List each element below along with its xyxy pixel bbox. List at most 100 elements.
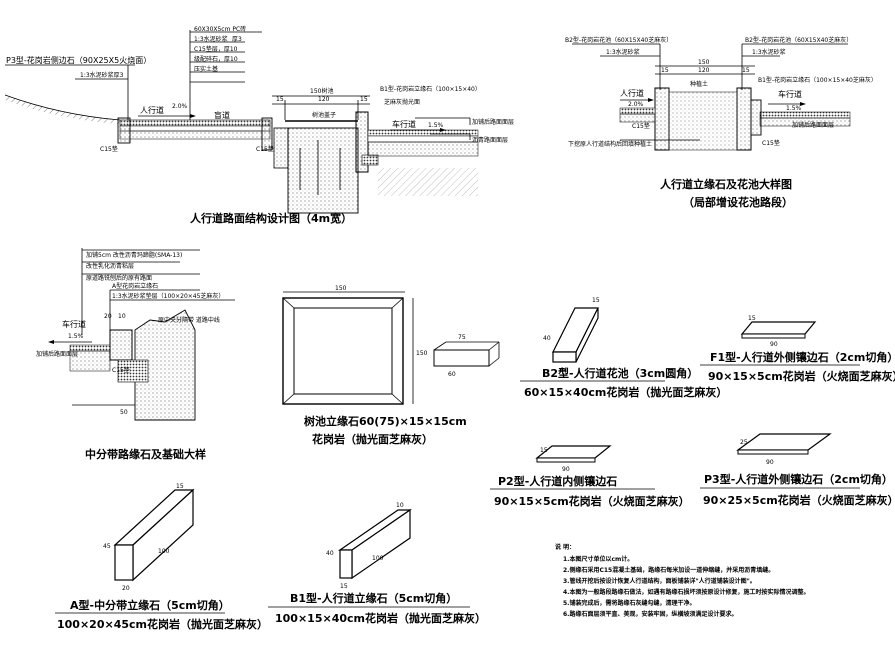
- main-label-mortar: 1:3水泥砂浆厚3: [80, 71, 124, 79]
- main-label-b1: B1型-花岗岩立缘石（100×15×40）: [380, 85, 481, 93]
- main-label-gravel: 级配碎石，厚10: [194, 55, 238, 63]
- b1-dim-15: 15: [340, 583, 348, 590]
- median-dim-20: 20: [104, 313, 112, 320]
- flower-label-lane: 车行道: [778, 89, 802, 99]
- a-dim-20: 20: [122, 585, 130, 592]
- flower-title: 人行道立缘石及花池大样图: [660, 177, 792, 191]
- main-label-slope2: 1.5%: [428, 122, 444, 129]
- a-caption-2: 100×20×45cm花岗岩（抛光面芝麻灰）: [57, 617, 268, 631]
- flower-bed-drawing: [572, 43, 851, 151]
- p2-drawing: [535, 445, 612, 463]
- p2-dim-15: 15: [540, 447, 548, 454]
- b1-type-drawing: [338, 508, 412, 580]
- b2-dim-60: 60: [560, 367, 568, 374]
- b2-drawing: [552, 307, 599, 363]
- treepit-caption-1: 树池立缘石60(75)×15×15cm: [304, 414, 467, 428]
- main-dim-15b: 15: [360, 96, 368, 103]
- median-dim-10: 10: [118, 313, 126, 320]
- treepit-dim-75: 75: [458, 334, 466, 341]
- b1-caption-1: B1型-人行道立缘石（5cm切角）: [290, 591, 457, 605]
- median-label-slope: 1.5%: [68, 333, 84, 340]
- median-title: 中分带路缘石及基础大样: [85, 447, 206, 461]
- notes-item-5: 5.铺装完成后，需将路缘石灰缝勾缝，清理干净。: [563, 599, 695, 607]
- flower-label-b2-right: B2型-花岗岩花池（60X15X40芝麻灰）: [745, 36, 852, 44]
- median-label-5: 1:3水泥砂浆垫层（100×20×45芝麻灰）: [112, 292, 224, 300]
- notes-item-2: 2.侧缘石采用C15混凝土基础，路缘石每米加设一道伸缩缝，并采用沥青填缝。: [563, 566, 774, 574]
- median-label-3: 原道路铣刨后的原有路面: [86, 274, 152, 282]
- median-label-6: 原中央分隔带 道路中线: [158, 316, 220, 324]
- notes-item-1: 1.本图尺寸单位以cm计。: [563, 555, 633, 563]
- flower-label-planting: 种植土: [690, 80, 708, 88]
- flower-subtitle: （局部增设花池路段）: [683, 195, 793, 209]
- flower-label-c15b: C15垫: [762, 139, 780, 147]
- main-label-blind: 盲道: [214, 110, 230, 120]
- main-label-grate: 树池盖子: [312, 111, 336, 119]
- b1-dim-40: 40: [326, 550, 334, 557]
- p3-caption-2: 90×25×5cm花岗岩（火烧面芝麻灰）: [703, 493, 895, 507]
- flower-label-bottom: 下挖原人行道结构后回填种植土: [568, 140, 652, 148]
- f1-drawing: [740, 321, 817, 339]
- main-label-slope: 2.0%: [172, 103, 188, 110]
- p2-dim-90: 90: [562, 466, 570, 473]
- f1-caption-2: 90×15×5cm花岗岩（火烧面芝麻灰）: [708, 369, 895, 383]
- notes-item-4: 4.本图为一般路段路缘石做法，如遇有路缘石损坏须按原设计修复，施工时按实际情况调…: [563, 588, 809, 596]
- p3-caption-1: P3型-人行道外侧镶边石（2cm切角）: [704, 472, 893, 486]
- b1-dim-100: 100: [372, 555, 384, 562]
- flower-dim-15: 15: [661, 67, 669, 74]
- main-label-walk: 人行道: [140, 105, 164, 115]
- flower-dim-120: 120: [698, 67, 710, 74]
- flower-label-slope: 2.0%: [628, 101, 644, 108]
- p3-dim-90: 90: [766, 459, 774, 466]
- treepit-dim-60: 60: [448, 371, 456, 378]
- main-label-existing: 沥青路面面层: [472, 136, 508, 144]
- b1-dim-10: 10: [396, 502, 404, 509]
- flower-dim-150: 150: [698, 59, 710, 66]
- median-dim-50: 50: [120, 409, 128, 416]
- main-label-soil: 压实土基: [194, 65, 218, 73]
- b1-caption-2: 100×15×40cm花岗岩（抛光面芝麻灰）: [275, 611, 486, 625]
- notes-item-3: 3.管线开挖后按设计恢复人行道结构，面板铺装详"人行道铺装设计图"。: [563, 577, 756, 585]
- tree-pit-plan: [282, 291, 500, 405]
- main-label-c15-layer: C15垫层，厚10: [194, 45, 238, 53]
- b2-caption-1: B2型-人行道花池（3cm圆角）: [542, 366, 698, 380]
- main-section-drawing: [4, 30, 479, 214]
- f1-caption-1: F1型-人行道外侧镶边石（2cm切角）: [710, 350, 895, 364]
- f1-dim-90: 90: [770, 341, 778, 348]
- p3-drawing: [736, 433, 832, 455]
- main-dim-15: 15: [276, 96, 284, 103]
- notes-item-6: 6.路缘石面层须平直、美观，安装牢固，纵横坡须满足设计要求。: [563, 610, 737, 618]
- main-dim-120: 120: [318, 96, 330, 103]
- flower-label-b1: B1型-花岗岩立缘石（100×15×40芝麻灰）: [758, 76, 877, 84]
- main-label-mortar2: 1:3水泥砂浆: [194, 35, 228, 43]
- flower-label-b2-left: B2型-花岗岩花池（60X15X40芝麻灰）: [565, 36, 672, 44]
- a-dim-15: 15: [176, 483, 184, 490]
- median-label-4: A型花岗岩立缘石: [112, 282, 158, 290]
- main-dim-150: 150树池: [310, 87, 333, 95]
- flower-label-mortar2: 1:3水泥砂浆: [752, 48, 786, 56]
- flower-label-c15a: C15垫: [632, 122, 650, 130]
- median-label-asphalt: 加铺后路面面层: [36, 350, 78, 358]
- f1-dim-15: 15: [748, 315, 756, 322]
- flower-label-mortar: 1:3水泥砂浆: [606, 48, 640, 56]
- flower-dim-15b: 15: [742, 67, 750, 74]
- flower-label-slope2: 1.5%: [786, 105, 802, 112]
- p2-caption-2: 90×15×5cm花岗岩（火烧面芝麻灰）: [494, 494, 690, 508]
- b2-caption-2: 60×15×40cm花岗岩（抛光面芝麻灰）: [524, 385, 727, 399]
- median-label-lane: 车行道: [62, 319, 86, 329]
- a-caption-1: A型-中分带立缘石（5cm切角）: [70, 598, 230, 612]
- main-label-layer1: 厚3: [232, 36, 242, 43]
- main-label-asphalt: 加铺后路面面层: [472, 118, 514, 126]
- b2-dim-40: 40: [543, 335, 551, 342]
- main-label-gray: 芝麻灰抛光面: [384, 98, 420, 106]
- flower-label-walk: 人行道: [620, 88, 644, 98]
- p2-caption-1: P2型-人行道内侧镶边石: [498, 474, 617, 488]
- main-label-c15b: C15垫: [256, 145, 274, 153]
- a-dim-45: 45: [103, 543, 111, 550]
- median-label-c15: C15垫: [112, 366, 130, 374]
- median-label-1: 加铺5cm 改性沥青玛蹄脂(SMA-13): [86, 251, 182, 259]
- notes-title: 说 明：: [555, 543, 575, 551]
- a-dim-100: 100: [158, 548, 170, 555]
- main-section-title: 人行道路面结构设计图（4m宽）: [190, 211, 352, 225]
- treepit-caption-2: 花岗岩（抛光面芝麻灰）: [312, 432, 433, 446]
- a-type-drawing: [113, 488, 195, 582]
